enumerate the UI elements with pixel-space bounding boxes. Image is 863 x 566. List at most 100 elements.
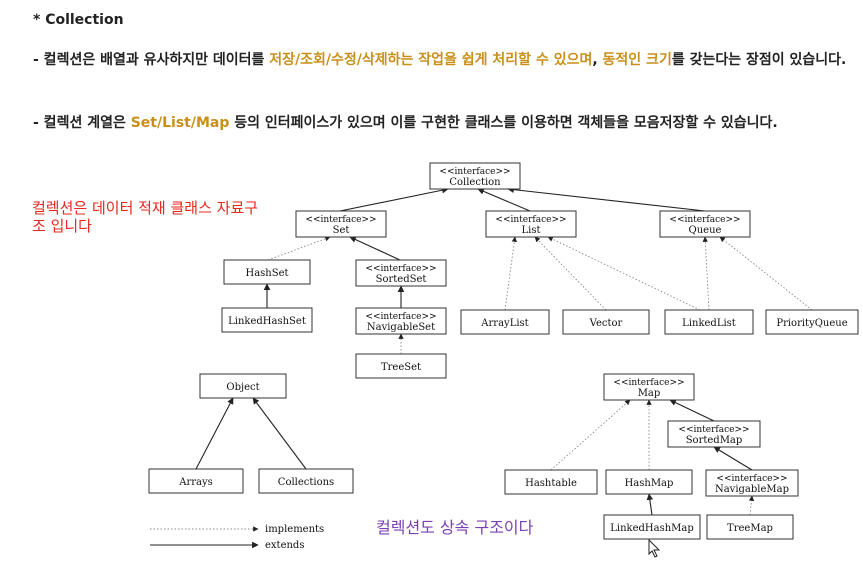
node-hashmap: HashMap — [605, 469, 693, 495]
node-navigableset-box — [355, 307, 447, 335]
node-priorityqueue: PriorityQueue — [765, 309, 859, 335]
edge-queue-to-collection — [507, 186, 706, 212]
node-navigableset-stereotype: <<interface>> — [365, 312, 436, 322]
node-linkedhashset-label: LinkedHashSet — [228, 316, 306, 327]
node-arraylist-box — [460, 309, 550, 335]
para2-text-1: - 컬렉션 계열은 — [33, 115, 131, 131]
node-linkedhashmap: LinkedHashMap — [603, 514, 701, 540]
paragraph-collection-intro: - 컬렉션은 배열과 유사하지만 데이터를 저장/조회/수정/삭제하는 작업을 … — [33, 51, 848, 69]
edge-hashtable-to-map — [550, 399, 631, 471]
node-sortedset-stereotype: <<interface>> — [365, 264, 436, 274]
node-treemap-label: TreeMap — [727, 523, 773, 534]
node-set-box — [295, 210, 387, 238]
node-navigableset: <<interface>>NavigableSet — [355, 307, 447, 335]
node-vector-label: Vector — [589, 318, 623, 329]
node-linkedhashmap-box — [603, 514, 701, 540]
node-navigablemap: <<interface>>NavigableMap — [705, 469, 799, 497]
node-treeset-label: TreeSet — [381, 362, 421, 373]
node-hashtable-box — [504, 469, 598, 495]
node-set: <<interface>>Set — [295, 210, 387, 238]
edge-collections-to-object — [252, 397, 307, 470]
edge-sortedmap-to-map — [669, 399, 715, 422]
edge-list-to-collection — [477, 188, 531, 212]
node-sortedmap-box — [667, 420, 761, 448]
purple-annotation: 컬렉션도 상속 구조이다 — [376, 518, 534, 537]
node-navigablemap-stereotype: <<interface>> — [716, 474, 787, 484]
node-list-box — [485, 210, 577, 238]
node-hashmap-label: HashMap — [625, 478, 674, 489]
para1-text-1: - 컬렉션은 배열과 유사하지만 데이터를 — [33, 52, 270, 68]
node-list-stereotype: <<interface>> — [495, 215, 566, 225]
node-navigablemap-box — [705, 469, 799, 497]
para1-highlight-1: 저장/조회/수정/삭제하는 작업을 쉽게 처리할 수 있으며 — [269, 52, 593, 68]
edge-hashset-to-set — [267, 236, 331, 261]
edge-priorityqueue-to-queue — [719, 236, 813, 311]
node-collection-box — [429, 162, 521, 190]
node-collection-stereotype: <<interface>> — [439, 167, 510, 177]
node-set-label: Set — [333, 225, 350, 236]
node-arrays-label: Arrays — [178, 477, 213, 488]
edge-arraylist-to-list — [504, 236, 518, 311]
diagram-legend: implements extends — [150, 524, 661, 558]
edge-linkedlist-to-queue — [702, 236, 710, 311]
node-linkedhashmap-label: LinkedHashMap — [610, 523, 694, 534]
edge-vector-to-list — [534, 236, 607, 311]
node-sortedset: <<interface>>SortedSet — [355, 259, 447, 287]
node-sortedset-box — [355, 259, 447, 287]
node-hashtable: Hashtable — [504, 469, 598, 495]
paragraph-collection-types: - 컬렉션 계열은 Set/List/Map 등의 인터페이스가 있으며 이를 … — [33, 114, 853, 132]
node-collection: <<interface>>Collection — [429, 162, 521, 190]
node-sortedmap-stereotype: <<interface>> — [678, 425, 749, 435]
node-queue: <<interface>>Queue — [659, 210, 751, 238]
para2-text-2: 등의 인터페이스가 있으며 이를 구현한 클래스를 이용하면 객체들을 모음저장… — [229, 115, 778, 131]
para1-text-2: , — [592, 52, 603, 68]
edge-set-to-collection — [339, 186, 449, 212]
node-collections-label: Collections — [278, 477, 334, 488]
node-list-label: List — [522, 225, 541, 236]
edge-linkedlist-to-list — [547, 236, 701, 311]
node-treeset: TreeSet — [355, 353, 447, 379]
edge-arrays-to-object — [195, 397, 234, 470]
node-treeset-box — [355, 353, 447, 379]
node-arrays-box — [148, 468, 244, 494]
node-queue-box — [659, 210, 751, 238]
diagram-edges — [195, 186, 813, 516]
node-map-stereotype: <<interface>> — [613, 378, 684, 388]
node-linkedlist-box — [664, 309, 754, 335]
para1-highlight-2: 동적인 크기 — [602, 52, 672, 68]
node-sortedmap-label: SortedMap — [686, 435, 743, 446]
legend-implements-label: implements — [265, 524, 324, 535]
node-map-box — [603, 373, 695, 401]
mouse-cursor-icon — [648, 538, 661, 558]
node-object: Object — [199, 373, 287, 399]
node-object-label: Object — [226, 382, 259, 393]
node-linkedlist-label: LinkedList — [682, 318, 736, 329]
para2-highlight-1: Set/List/Map — [130, 115, 230, 131]
node-queue-stereotype: <<interface>> — [669, 215, 740, 225]
node-set-stereotype: <<interface>> — [305, 215, 376, 225]
node-navigableset-label: NavigableSet — [367, 322, 435, 333]
node-hashtable-label: Hashtable — [525, 478, 577, 489]
node-vector: Vector — [562, 309, 650, 335]
legend-extends-label: extends — [265, 540, 304, 551]
node-map-label: Map — [638, 388, 661, 399]
node-linkedhashset: LinkedHashSet — [221, 307, 313, 333]
node-sortedmap: <<interface>>SortedMap — [667, 420, 761, 448]
node-map: <<interface>>Map — [603, 373, 695, 401]
edge-linkedhashmap-to-hashmap — [646, 493, 654, 516]
node-sortedset-label: SortedSet — [376, 274, 427, 285]
node-hashset-label: HashSet — [245, 268, 288, 279]
diagram-nodes: <<interface>>Collection<<interface>>Set<… — [148, 162, 859, 540]
node-hashmap-box — [605, 469, 693, 495]
node-hashset-box — [223, 259, 311, 285]
node-hashset: HashSet — [223, 259, 311, 285]
node-linkedhashset-box — [221, 307, 313, 333]
node-arraylist-label: ArrayList — [480, 318, 528, 329]
node-collections-box — [258, 468, 354, 494]
red-annotation: 컬렉션은 데이터 적재 클래스 자료구조 입니다 — [32, 199, 259, 235]
edge-navigablemap-to-sortedmap — [713, 446, 753, 471]
node-navigablemap-label: NavigableMap — [715, 484, 789, 495]
node-treemap: TreeMap — [706, 514, 794, 540]
node-object-box — [199, 373, 287, 399]
node-collections: Collections — [258, 468, 354, 494]
